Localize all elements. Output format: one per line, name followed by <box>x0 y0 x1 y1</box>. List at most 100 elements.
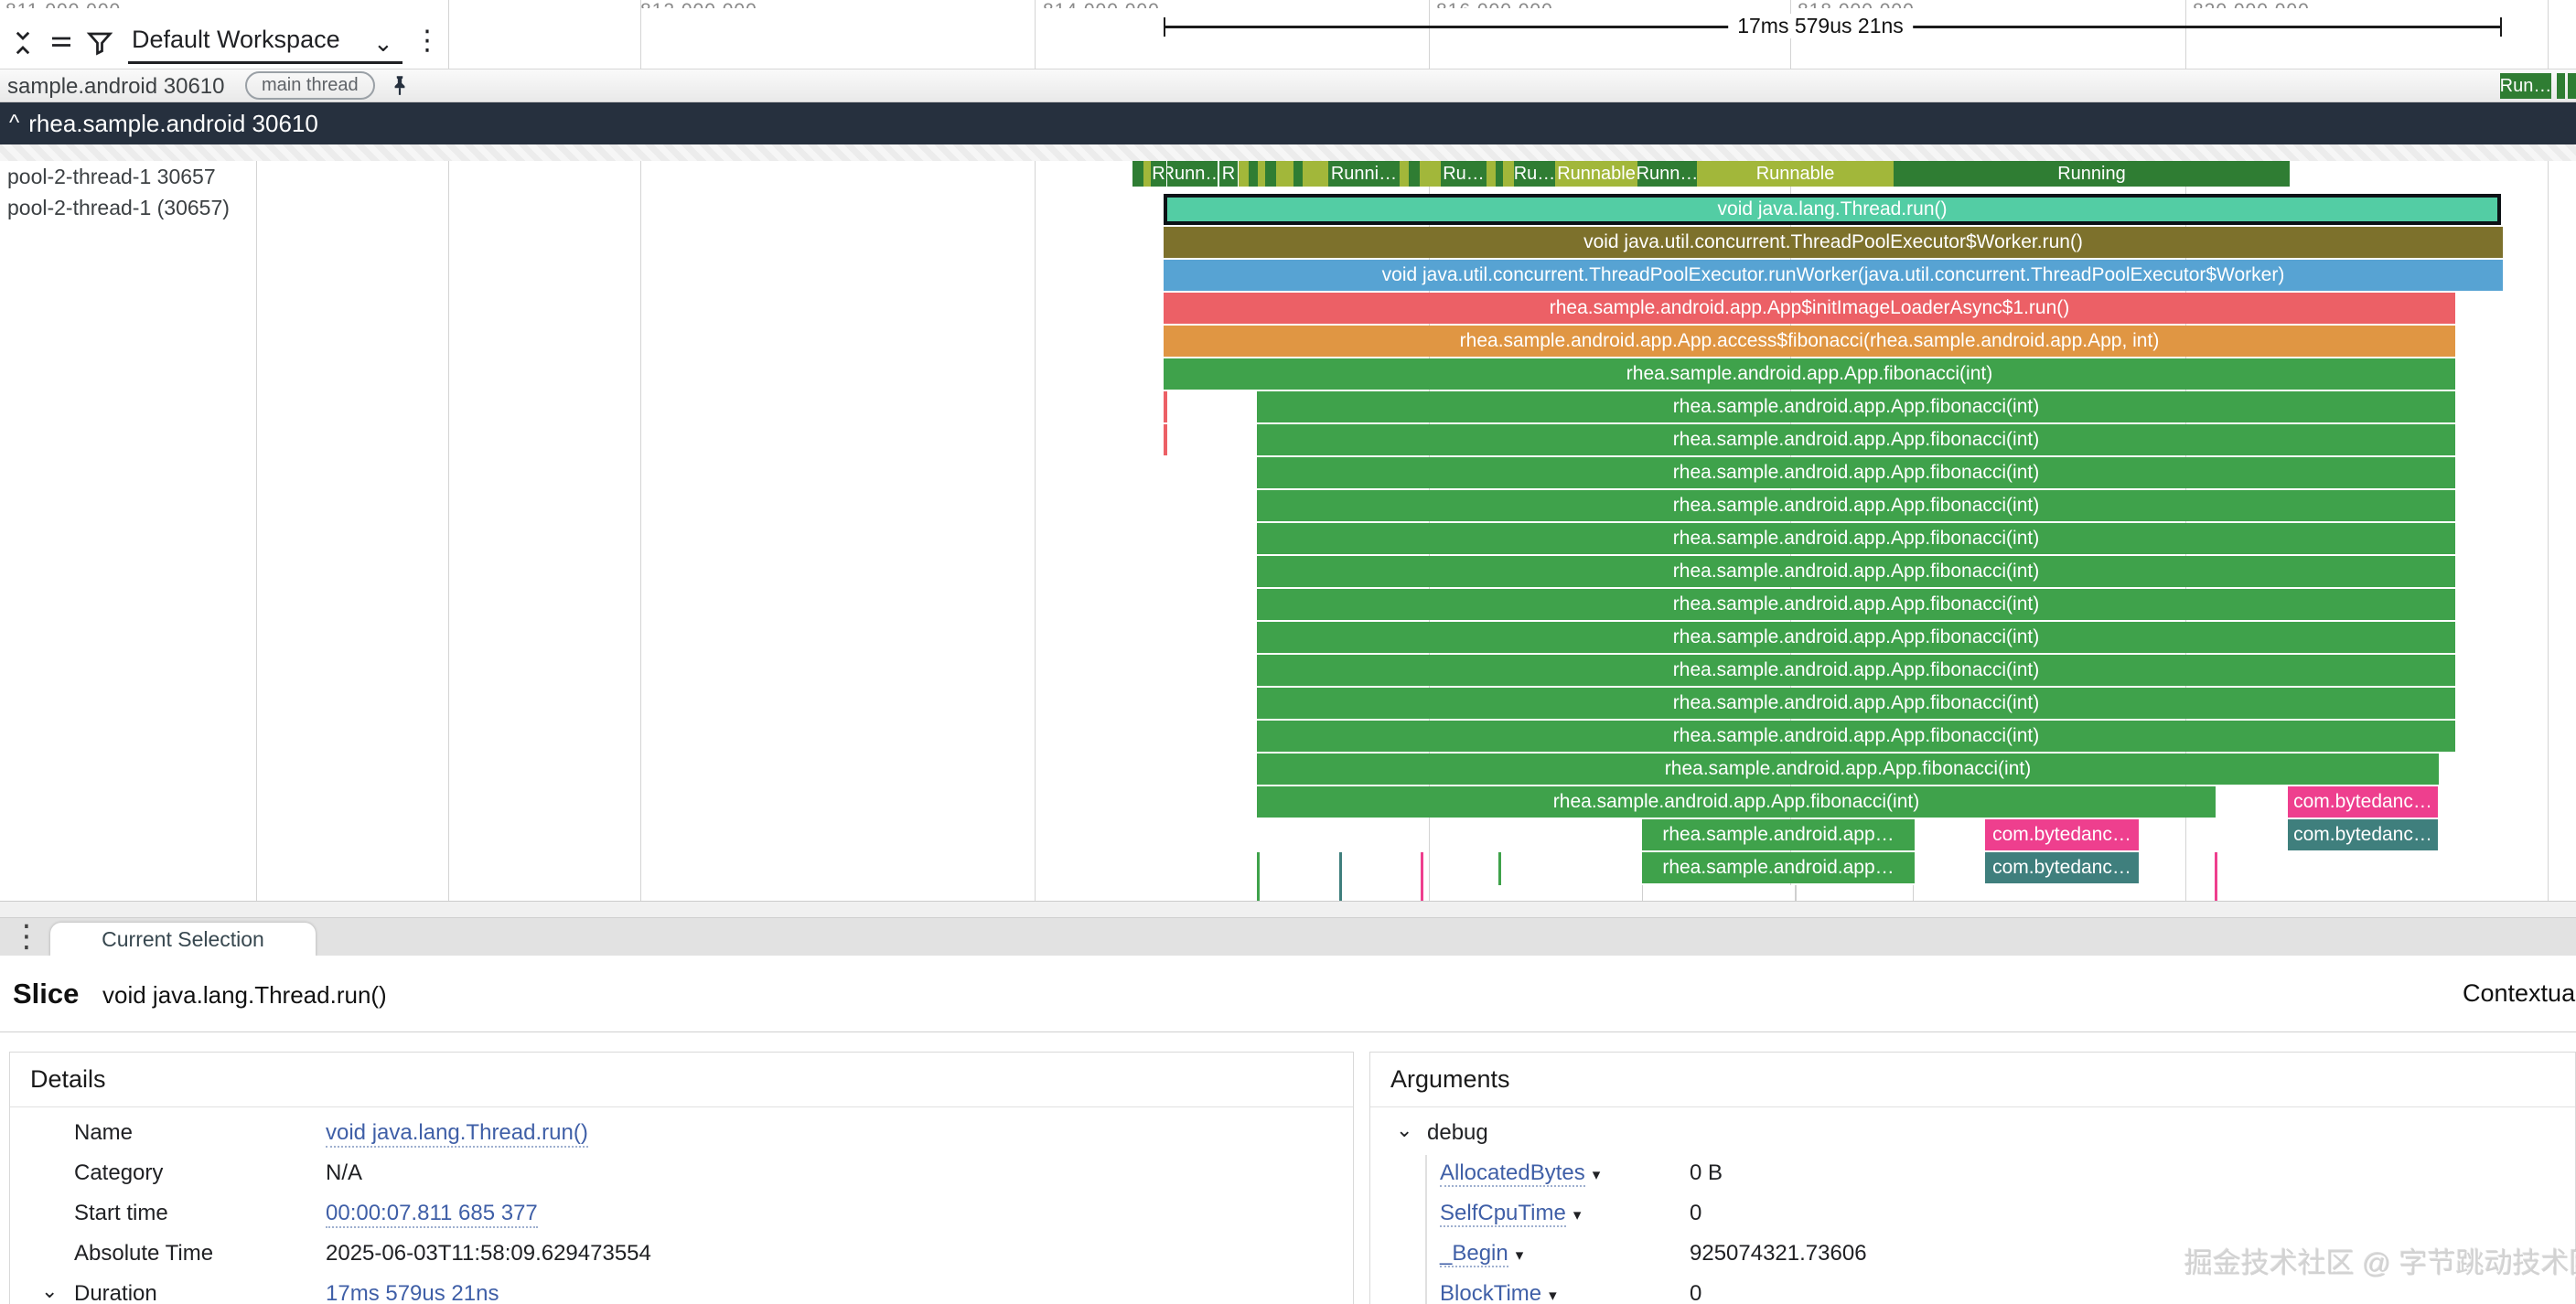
detail-row-value[interactable]: void java.lang.Thread.run() <box>326 1120 588 1148</box>
kebab-menu-icon[interactable]: ⋮ <box>413 26 441 56</box>
thread-state-slice[interactable] <box>1143 161 1151 187</box>
flame-slice[interactable]: com.bytedanc… <box>1985 852 2139 883</box>
flame-slice[interactable]: rhea.sample.android.app.App.fibonacci(in… <box>1257 622 2455 653</box>
thread-state-slice[interactable] <box>1487 161 1496 187</box>
tiny-slice-mark[interactable] <box>2215 852 2217 903</box>
tiny-slice-mark[interactable] <box>1257 852 1260 903</box>
argument-key[interactable]: BlockTime ▾ <box>1440 1281 1557 1304</box>
thread-state-slice[interactable] <box>1400 161 1409 187</box>
argument-key[interactable]: _Begin ▾ <box>1440 1241 1523 1267</box>
thread-state-slice[interactable]: Runn… <box>1637 161 1697 187</box>
thread-state-slice[interactable] <box>1420 161 1441 187</box>
tiny-slice-mark[interactable] <box>1421 852 1423 903</box>
slice-track-label[interactable]: pool-2-thread-1 (30657) <box>7 196 230 219</box>
flame-slice[interactable]: rhea.sample.android.app… <box>1642 819 1915 850</box>
process-slice[interactable]: Run… <box>2500 73 2551 99</box>
flame-slice[interactable]: com.bytedanc… <box>1985 819 2139 850</box>
flame-slice[interactable]: void java.lang.Thread.run() <box>1164 194 2501 225</box>
flame-slice[interactable]: rhea.sample.android.app.App.fibonacci(in… <box>1164 358 2455 390</box>
thread-state-slice[interactable] <box>1132 161 1143 187</box>
detail-row-value[interactable]: 17ms 579us 21ns <box>326 1281 499 1304</box>
track-row-process[interactable]: sample.android 30610 main thread Run… <box>0 69 2576 102</box>
contextual-options-button[interactable]: Contextual <box>2463 979 2576 1007</box>
thread-state-slice[interactable] <box>1276 161 1293 187</box>
dropdown-arrow-icon[interactable]: ▾ <box>1549 1287 1557 1304</box>
tiny-slice-mark[interactable] <box>1339 852 1342 903</box>
thread-state-slice[interactable] <box>1303 161 1328 187</box>
flame-slice[interactable]: rhea.sample.android.app.App.fibonacci(in… <box>1257 424 2455 455</box>
thread-state-slice[interactable] <box>1503 161 1514 187</box>
flame-slice[interactable] <box>1164 391 1167 422</box>
flame-slice[interactable]: rhea.sample.android.app.App.fibonacci(in… <box>1257 589 2455 620</box>
thread-state-slice[interactable] <box>1258 161 1265 187</box>
arg-group-debug[interactable]: debug <box>1427 1120 1488 1145</box>
argument-key-link[interactable]: SelfCpuTime <box>1440 1201 1566 1227</box>
flame-slice[interactable]: com.bytedanc… <box>2288 819 2438 850</box>
dropdown-arrow-icon[interactable]: ▾ <box>1572 1206 1582 1224</box>
duration-expand-chevron-icon[interactable]: ⌄ <box>41 1279 59 1302</box>
thread-state-slice[interactable] <box>1409 161 1420 187</box>
argument-key-link[interactable]: AllocatedBytes <box>1440 1160 1585 1187</box>
argument-key-link[interactable]: BlockTime <box>1440 1281 1542 1304</box>
flame-slice[interactable]: rhea.sample.android.app… <box>1642 852 1915 883</box>
tab-current-selection[interactable]: Current Selection <box>50 923 316 957</box>
thread-state-slice[interactable]: R <box>1151 161 1166 187</box>
thread-state-slice[interactable]: Running <box>1894 161 2290 187</box>
process-group-header[interactable]: ^ rhea.sample.android 30610 <box>0 102 2576 144</box>
flame-slice[interactable]: void java.util.concurrent.ThreadPoolExec… <box>1164 227 2503 258</box>
thread-state-slice[interactable]: Ru… <box>1514 161 1555 187</box>
debug-collapse-chevron-icon[interactable]: ⌄ <box>1396 1118 1413 1141</box>
filter-icon[interactable] <box>86 29 113 57</box>
process-track-label: sample.android 30610 <box>7 74 225 99</box>
flame-slice[interactable]: rhea.sample.android.app.App.fibonacci(in… <box>1257 688 2455 719</box>
thread-state-slice[interactable] <box>1293 161 1303 187</box>
flame-slice[interactable]: rhea.sample.android.app.App.fibonacci(in… <box>1257 786 2216 818</box>
workspace-selector[interactable]: Default Workspace <box>128 26 402 64</box>
panel-splitter[interactable] <box>0 901 2576 917</box>
thread-state-slice[interactable]: R <box>1219 161 1238 187</box>
process-slice[interactable] <box>2557 73 2565 99</box>
detail-row-value[interactable]: 00:00:07.811 685 377 <box>326 1201 538 1228</box>
thread-state-slice[interactable] <box>1496 161 1503 187</box>
thread-state-slice[interactable]: Runnable <box>1555 161 1637 187</box>
argument-key-link[interactable]: _Begin <box>1440 1241 1508 1267</box>
flame-slice[interactable]: rhea.sample.android.app.App.fibonacci(in… <box>1257 721 2455 752</box>
argument-value: 0 B <box>1690 1160 1723 1185</box>
flame-slice[interactable]: rhea.sample.android.app.App.fibonacci(in… <box>1257 754 2439 785</box>
pin-icon[interactable] <box>388 73 412 101</box>
flame-slice[interactable]: rhea.sample.android.app.App.access$fibon… <box>1164 326 2455 357</box>
flame-slice[interactable]: rhea.sample.android.app.App.fibonacci(in… <box>1257 556 2455 587</box>
dropdown-arrow-icon[interactable]: ▾ <box>1515 1246 1524 1264</box>
thread-state-slice[interactable]: Runn… <box>1167 161 1218 187</box>
flame-slice[interactable]: void java.util.concurrent.ThreadPoolExec… <box>1164 260 2503 291</box>
tiny-slice-mark[interactable] <box>1498 852 1501 885</box>
thread-state-slice[interactable] <box>1265 161 1276 187</box>
list-icon[interactable] <box>48 29 75 57</box>
dropdown-arrow-icon[interactable]: ▾ <box>1592 1166 1601 1183</box>
thread-state-slice[interactable] <box>1239 161 1249 187</box>
thread-state-slice[interactable]: Runnable <box>1697 161 1894 187</box>
collapse-all-icon[interactable] <box>9 29 37 57</box>
collapse-chevron-icon[interactable]: ^ <box>9 111 20 135</box>
flame-slice[interactable]: rhea.sample.android.app.App.fibonacci(in… <box>1257 655 2455 686</box>
thread-state-slice[interactable]: Runni… <box>1328 161 1400 187</box>
drag-handle-icon[interactable]: ⋮ <box>11 919 42 954</box>
flame-slice[interactable]: com.bytedanc… <box>2288 786 2438 818</box>
thread-state-slice[interactable]: Ru… <box>1441 161 1487 187</box>
flame-slice[interactable]: rhea.sample.android.app.App$initImageLoa… <box>1164 293 2455 324</box>
ruler-tick-partial: 812 000 000 <box>640 0 757 8</box>
argument-key[interactable]: SelfCpuTime ▾ <box>1440 1201 1582 1227</box>
flame-slice[interactable]: rhea.sample.android.app.App.fibonacci(in… <box>1257 457 2455 488</box>
tree-guide-line <box>1425 1155 1427 1304</box>
flame-slice[interactable]: rhea.sample.android.app.App.fibonacci(in… <box>1257 523 2455 554</box>
flame-slice[interactable]: rhea.sample.android.app.App.fibonacci(in… <box>1257 391 2455 422</box>
timeline-gridline <box>2548 0 2549 901</box>
thread-state-slice[interactable] <box>1249 161 1258 187</box>
thread-state-track-label[interactable]: pool-2-thread-1 30657 <box>7 165 216 188</box>
argument-key[interactable]: AllocatedBytes ▾ <box>1440 1160 1601 1187</box>
flame-slice[interactable] <box>1164 424 1167 455</box>
process-slice[interactable] <box>2568 73 2576 99</box>
flame-slice[interactable]: rhea.sample.android.app.App.fibonacci(in… <box>1257 490 2455 521</box>
chevron-down-icon[interactable]: ⌄ <box>373 29 393 57</box>
